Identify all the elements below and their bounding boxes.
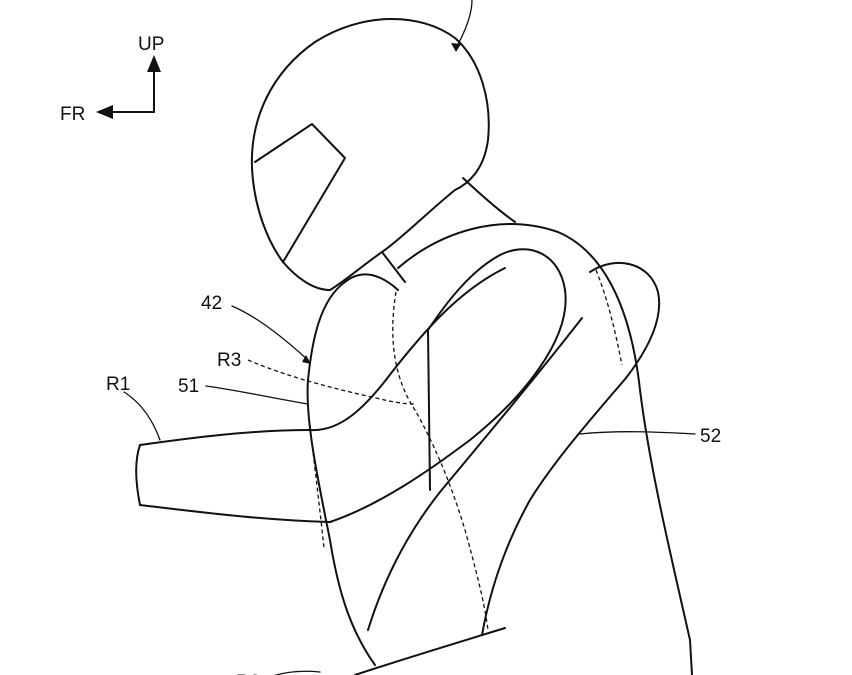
airbag-hidden-front: [309, 424, 325, 549]
label-r3: R3: [217, 350, 241, 371]
up-arrow-icon: [147, 55, 161, 72]
chest-front: [306, 281, 376, 666]
forearm-top: [139, 429, 311, 446]
label-r1: R1: [106, 374, 130, 395]
leader-42: [231, 305, 309, 361]
front-label: FR: [60, 104, 85, 125]
far-arm-rear: [481, 377, 627, 636]
neck: [381, 177, 516, 283]
airbag-hidden-rear: [595, 269, 623, 366]
leader-52: [579, 431, 696, 435]
label-42: 42: [201, 293, 222, 314]
seat-line: [354, 627, 506, 675]
helmet-visor: [254, 123, 346, 263]
helmet-outline: [250, 18, 490, 291]
airbag-hidden-center: [392, 291, 489, 631]
near-arm: [135, 248, 567, 523]
label-r2: R2: [236, 672, 260, 675]
callout-arrow-icon: [451, 43, 461, 52]
torso: [306, 223, 693, 675]
neck-rear-line: [462, 177, 516, 223]
front-arrow-icon: [96, 105, 113, 119]
callout-arrow-icon: [302, 355, 311, 364]
up-label: UP: [138, 34, 164, 55]
leader-r1: [123, 391, 161, 441]
neck-front-line: [381, 251, 406, 283]
helmet: [250, 0, 490, 291]
callout-leaders: [123, 305, 696, 441]
callout-labels: 42 R3 R1 51 52 R2: [106, 293, 721, 675]
near-arm-inner: [309, 267, 506, 432]
torso-back: [397, 223, 693, 675]
far-arm: [354, 262, 661, 675]
hidden-lines: [247, 269, 623, 631]
helmet-callout-leader: [455, 0, 473, 49]
near-arm-upper: [329, 248, 567, 523]
leader-51: [205, 385, 309, 405]
far-shoulder: [589, 262, 661, 379]
label-52: 52: [700, 426, 721, 447]
far-arm-front: [367, 317, 583, 631]
leader-r2: [273, 670, 321, 675]
label-51: 51: [178, 376, 199, 397]
chest-top: [344, 273, 399, 291]
forearm-bottom: [139, 504, 331, 523]
wrist-cut: [135, 444, 141, 506]
orientation-indicator: UP FR: [60, 34, 164, 125]
